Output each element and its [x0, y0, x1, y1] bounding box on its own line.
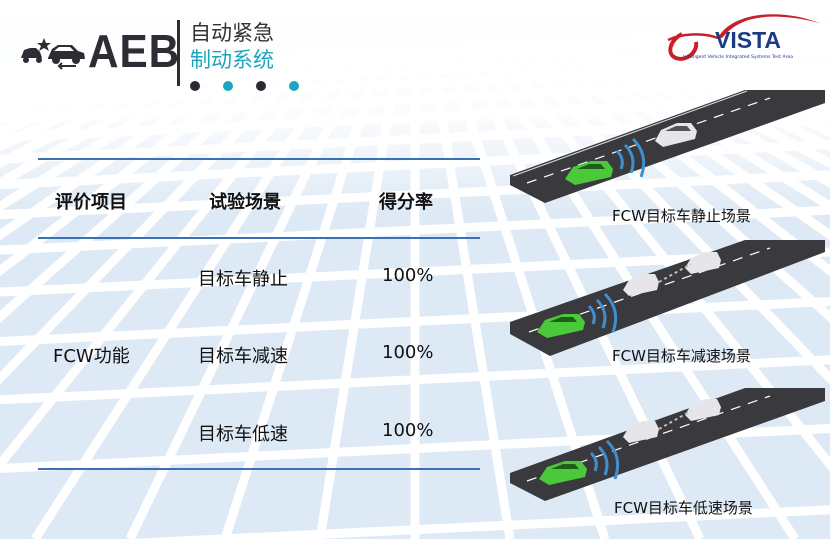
road	[510, 388, 825, 501]
scenario-cell: 目标车减速	[198, 346, 288, 367]
ego-car	[539, 461, 587, 485]
table-bottom-rule	[38, 468, 480, 470]
table-top-rule	[38, 158, 480, 160]
header-evaluation-item: 评价项目	[55, 192, 127, 213]
target-car	[623, 252, 721, 296]
car-collision-icon	[21, 38, 85, 70]
scene-low-speed-illustration	[510, 388, 825, 501]
dot-1	[190, 81, 200, 91]
table-header-rule	[38, 237, 480, 239]
score-cell: 100%	[382, 342, 434, 363]
scene-caption: FCW目标车减速场景	[612, 347, 751, 365]
header-divider	[177, 20, 180, 86]
dot-4	[289, 81, 299, 91]
target-car	[655, 123, 697, 147]
scenario-cell: 目标车低速	[198, 424, 288, 445]
header: AEB 自动紧急 制动系统 VISTA Intelligent Vehicle …	[0, 0, 830, 100]
dot-3	[256, 81, 266, 91]
scene-caption: FCW目标车静止场景	[612, 207, 751, 225]
radar-waves	[587, 292, 618, 333]
ivista-logo-text: VISTA	[715, 27, 782, 53]
aeb-logo-text: AEB	[88, 25, 181, 77]
ivista-logo-subtitle: Intelligent Vehicle Integrated Systems T…	[683, 55, 794, 60]
radar-waves	[589, 439, 620, 480]
title-line-2: 制动系统	[190, 48, 274, 72]
dot-2	[223, 81, 233, 91]
decorative-dots	[190, 76, 322, 95]
title-line-1: 自动紧急	[190, 21, 274, 45]
fcw-group-label: FCW功能	[53, 346, 130, 367]
header-score-rate: 得分率	[379, 192, 433, 213]
scene-stationary-illustration	[510, 90, 825, 203]
score-cell: 100%	[382, 420, 434, 441]
scene-caption: FCW目标车低速场景	[614, 499, 753, 517]
road	[510, 240, 825, 356]
scene-decelerating-illustration	[510, 240, 825, 356]
ego-car	[565, 161, 613, 185]
radar-waves	[615, 137, 646, 178]
header-test-scenario: 试验场景	[209, 192, 281, 213]
target-car	[623, 399, 721, 443]
score-cell: 100%	[382, 265, 434, 286]
scenario-cell: 目标车静止	[198, 269, 288, 290]
ego-car	[537, 314, 585, 338]
road	[510, 90, 825, 203]
ivista-logo	[667, 14, 822, 61]
